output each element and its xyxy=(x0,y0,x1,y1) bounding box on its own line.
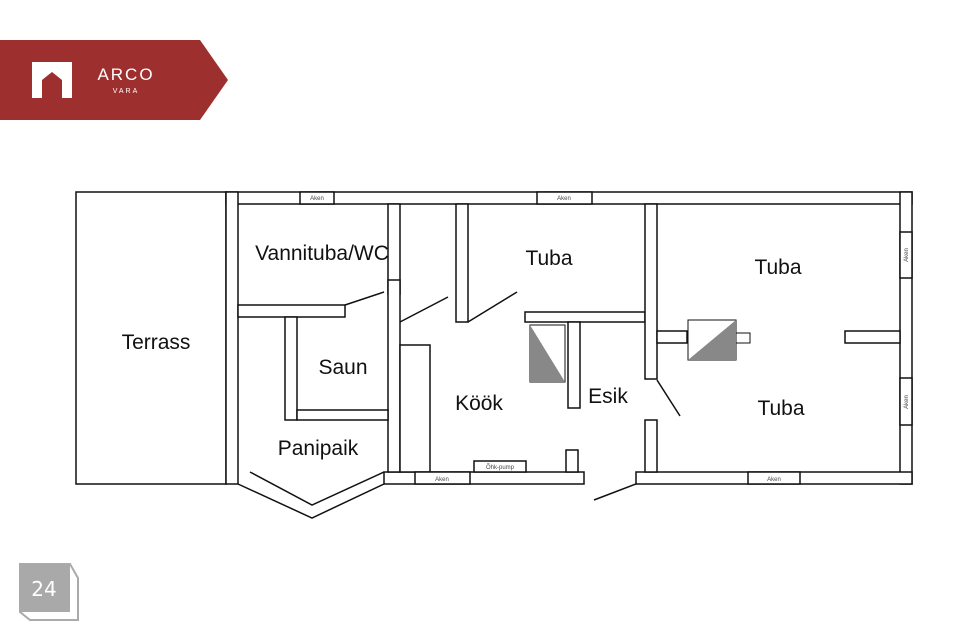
heat-pump: Õhk-pump xyxy=(473,460,527,473)
outer-walls xyxy=(225,191,913,485)
house-icon xyxy=(32,62,72,98)
room-label-tuba-middle: Tuba xyxy=(525,247,572,270)
svg-text:Aken: Aken xyxy=(904,248,910,262)
window-top-middle: Aken xyxy=(536,191,593,205)
brand-name: ARCO xyxy=(97,65,154,84)
door-swings xyxy=(344,291,681,501)
logo-banner xyxy=(0,40,228,120)
stove-icon xyxy=(529,324,566,383)
window-bottom-right: Aken xyxy=(747,471,801,485)
page-number-badge: 24 xyxy=(19,563,79,621)
svg-text:Aken: Aken xyxy=(767,477,781,483)
page-number: 24 xyxy=(31,577,56,601)
bay-walls xyxy=(237,471,385,519)
brand-sub: VARA xyxy=(113,88,140,95)
svg-text:Õhk-pump: Õhk-pump xyxy=(486,464,515,471)
window-right-top: Aken xyxy=(899,231,913,279)
room-label-kook: Köök xyxy=(455,392,503,415)
arco-vara-logo: ARCO VARA xyxy=(0,40,228,120)
room-label-esik: Esik xyxy=(588,385,628,408)
fireplace-icon xyxy=(687,319,751,361)
svg-text:Aken: Aken xyxy=(904,395,910,409)
room-label-tuba-bottom-right: Tuba xyxy=(757,397,804,420)
room-label-tuba-top-right: Tuba xyxy=(754,256,801,279)
svg-text:Aken: Aken xyxy=(310,196,324,202)
room-label-saun: Saun xyxy=(318,356,367,379)
room-label-terrass: Terrass xyxy=(122,331,191,354)
window-top-left: Aken xyxy=(299,191,335,205)
room-label-vannituba: Vannituba/WC xyxy=(255,242,389,265)
window-right-bottom: Aken xyxy=(899,377,913,426)
room-label-panipaik: Panipaik xyxy=(278,437,359,460)
svg-text:Aken: Aken xyxy=(435,477,449,483)
window-bottom-kitchen: Aken xyxy=(414,471,471,485)
interior-walls xyxy=(237,203,901,473)
svg-text:Aken: Aken xyxy=(557,196,571,202)
terrace-outline xyxy=(75,191,227,485)
